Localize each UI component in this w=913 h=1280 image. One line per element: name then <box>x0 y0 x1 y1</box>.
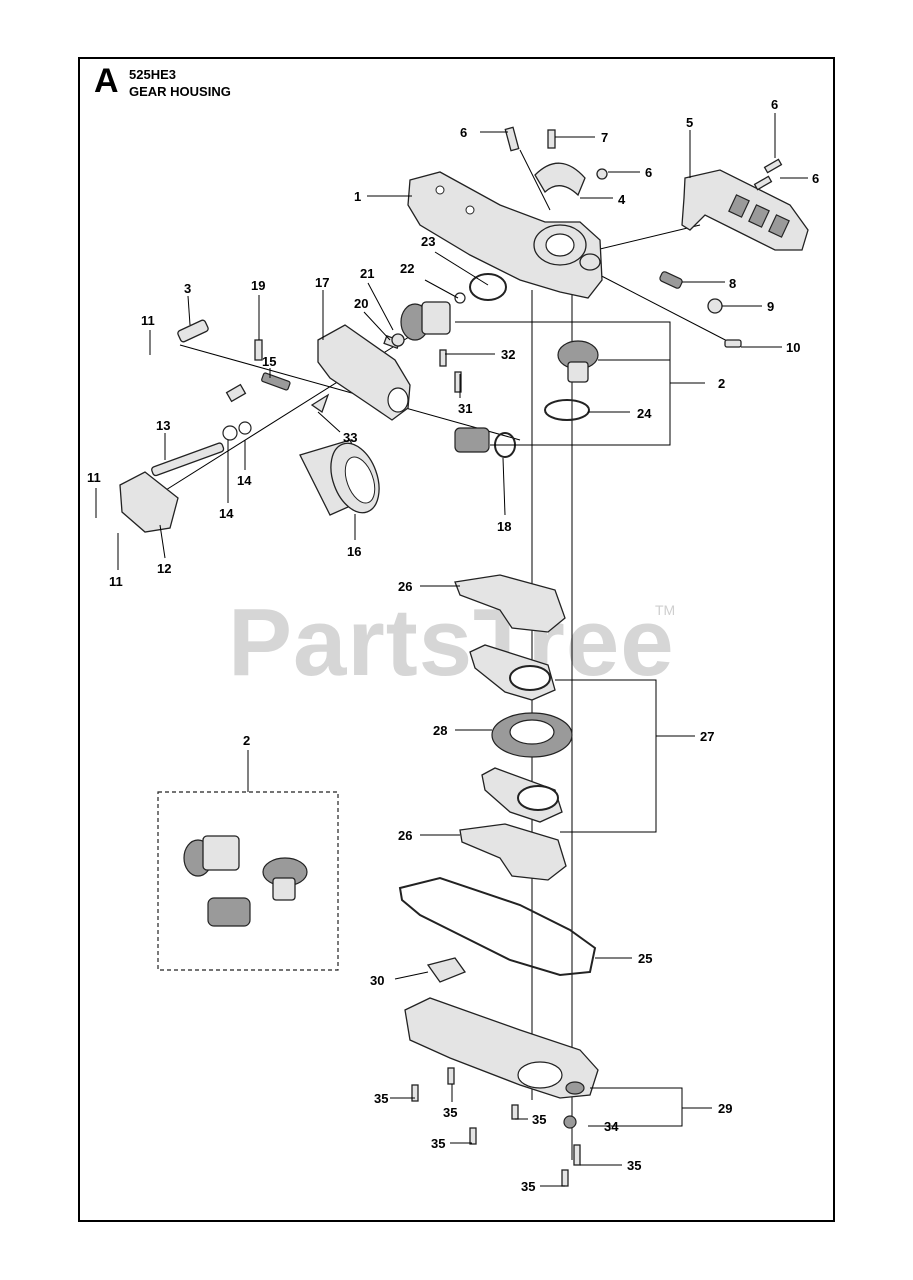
part-shim-plate-upper <box>454 574 566 633</box>
callout-8: 8 <box>729 276 736 291</box>
callout-32: 32 <box>501 347 515 362</box>
callout-25: 25 <box>638 951 652 966</box>
callout-5: 5 <box>686 115 693 130</box>
part-handle <box>681 169 809 251</box>
callout-26: 26 <box>398 579 412 594</box>
callout-15: 15 <box>262 354 276 369</box>
callout-2: 2 <box>718 376 725 391</box>
part-bearing-plate-lower <box>481 767 563 823</box>
callout-22: 22 <box>400 261 414 276</box>
part-shaft <box>151 421 252 477</box>
watermark: PartsTree <box>228 589 675 696</box>
callout-29: 29 <box>718 1101 732 1116</box>
part-shim-plate-lower <box>459 823 567 881</box>
part-screws-upper <box>504 126 783 348</box>
callout-30: 30 <box>370 973 384 988</box>
callout-34: 34 <box>604 1119 619 1134</box>
callout-3: 3 <box>184 281 191 296</box>
callout-6: 6 <box>771 97 778 112</box>
callout-9: 9 <box>767 299 774 314</box>
part-bracket <box>534 162 586 197</box>
callout-1: 1 <box>354 189 361 204</box>
part-gear-cover-lower <box>404 997 599 1099</box>
callout-35: 35 <box>532 1112 546 1127</box>
callout-35: 35 <box>521 1179 535 1194</box>
callout-35: 35 <box>443 1105 457 1120</box>
assembly-title: GEAR HOUSING <box>129 84 231 99</box>
callout-11: 11 <box>87 470 101 485</box>
callout-21: 21 <box>360 266 374 281</box>
callout-4: 4 <box>618 192 626 207</box>
watermark-trademark: TM <box>655 602 676 618</box>
part-washer <box>454 292 466 304</box>
callout-7: 7 <box>601 130 608 145</box>
callout-28: 28 <box>433 723 447 738</box>
callout-19: 19 <box>251 278 265 293</box>
leader-lines <box>95 113 808 1187</box>
callout-11: 11 <box>141 313 155 328</box>
callout-18: 18 <box>497 519 511 534</box>
callout-35: 35 <box>627 1158 641 1173</box>
callout-26: 26 <box>398 828 412 843</box>
callout-12: 12 <box>157 561 171 576</box>
part-clip <box>426 957 467 983</box>
callout-14: 14 <box>219 506 234 521</box>
part-cover-plate <box>119 471 179 533</box>
callout-27: 27 <box>700 729 714 744</box>
part-retaining-ring <box>544 399 590 421</box>
diagram-frame <box>78 57 835 1222</box>
part-gear-housing-upper <box>407 171 603 299</box>
callout-14: 14 <box>237 473 252 488</box>
callout-labels: 1 2 2 3 4 5 6 6 6 6 7 8 9 10 11 11 11 12… <box>87 97 819 1194</box>
callout-31: 31 <box>458 401 472 416</box>
callout-23: 23 <box>421 234 435 249</box>
callout-24: 24 <box>637 406 652 421</box>
callout-6: 6 <box>812 171 819 186</box>
part-gear-housing-side <box>317 324 411 421</box>
callout-13: 13 <box>156 418 170 433</box>
inset-kit-box <box>157 750 339 971</box>
callout-35: 35 <box>374 1091 388 1106</box>
part-drive-cylinder <box>299 439 380 516</box>
callout-16: 16 <box>347 544 361 559</box>
callout-35: 35 <box>431 1136 445 1151</box>
callout-6: 6 <box>460 125 467 140</box>
callout-10: 10 <box>786 340 800 355</box>
part-bearing-plate-upper <box>469 644 556 701</box>
callout-6: 6 <box>645 165 652 180</box>
callout-11: 11 <box>109 574 123 589</box>
part-small-hardware <box>177 319 462 414</box>
callout-20: 20 <box>354 296 368 311</box>
section-letter: A <box>94 62 119 100</box>
part-drive-gear <box>491 712 573 758</box>
callout-33: 33 <box>343 430 357 445</box>
part-o-ring <box>469 273 507 301</box>
callout-2-inset: 2 <box>243 733 250 748</box>
part-bevel-gear-set <box>400 301 599 458</box>
model-code: 525HE3 <box>129 67 176 82</box>
part-gasket <box>398 876 597 977</box>
callout-17: 17 <box>315 275 329 290</box>
